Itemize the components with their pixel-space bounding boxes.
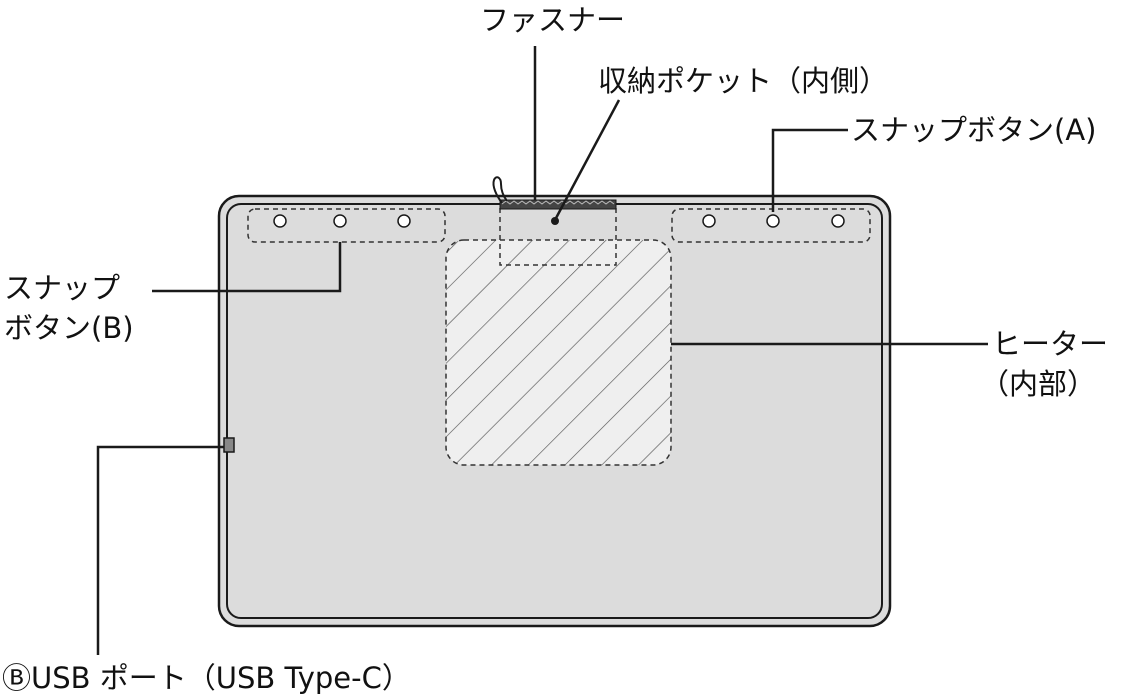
leader-lines bbox=[96, 46, 988, 655]
zipper bbox=[499, 199, 617, 210]
snap-button-b-2[interactable] bbox=[333, 214, 347, 228]
snap-button-a-group bbox=[671, 208, 871, 243]
snap-button-b-3[interactable] bbox=[397, 214, 411, 228]
fastener-label: ファスナー bbox=[480, 3, 626, 37]
heater-label-line2: （内部） bbox=[980, 367, 1097, 401]
heater-label-line1: ヒーター bbox=[992, 327, 1109, 361]
snap-button-b-group bbox=[247, 208, 446, 243]
snap-button-b-1[interactable] bbox=[273, 214, 287, 228]
storage-pocket-label: 収納ポケット（内側） bbox=[598, 64, 889, 98]
snap-button-a-label: スナップボタン(A) bbox=[851, 113, 1097, 147]
zipper-pull-icon[interactable] bbox=[492, 176, 508, 204]
snap-button-a-2[interactable] bbox=[766, 214, 780, 228]
leader-snap-button-b bbox=[152, 242, 342, 293]
snap-button-b-label-line2: ボタン(B) bbox=[4, 311, 134, 345]
leader-snap-button-a bbox=[771, 128, 848, 212]
heater-area bbox=[445, 239, 672, 466]
snap-button-a-3[interactable] bbox=[831, 214, 845, 228]
usb-port-icon[interactable] bbox=[223, 437, 235, 453]
leader-usb-port bbox=[96, 445, 224, 655]
leader-storage-pocket bbox=[553, 99, 621, 221]
usb-port-label: ⒷUSB ポート（USB Type-C） bbox=[2, 661, 411, 695]
snap-button-b-label-line1: スナップ bbox=[4, 271, 121, 305]
storage-pocket-marker bbox=[551, 217, 559, 225]
snap-button-a-1[interactable] bbox=[702, 214, 716, 228]
